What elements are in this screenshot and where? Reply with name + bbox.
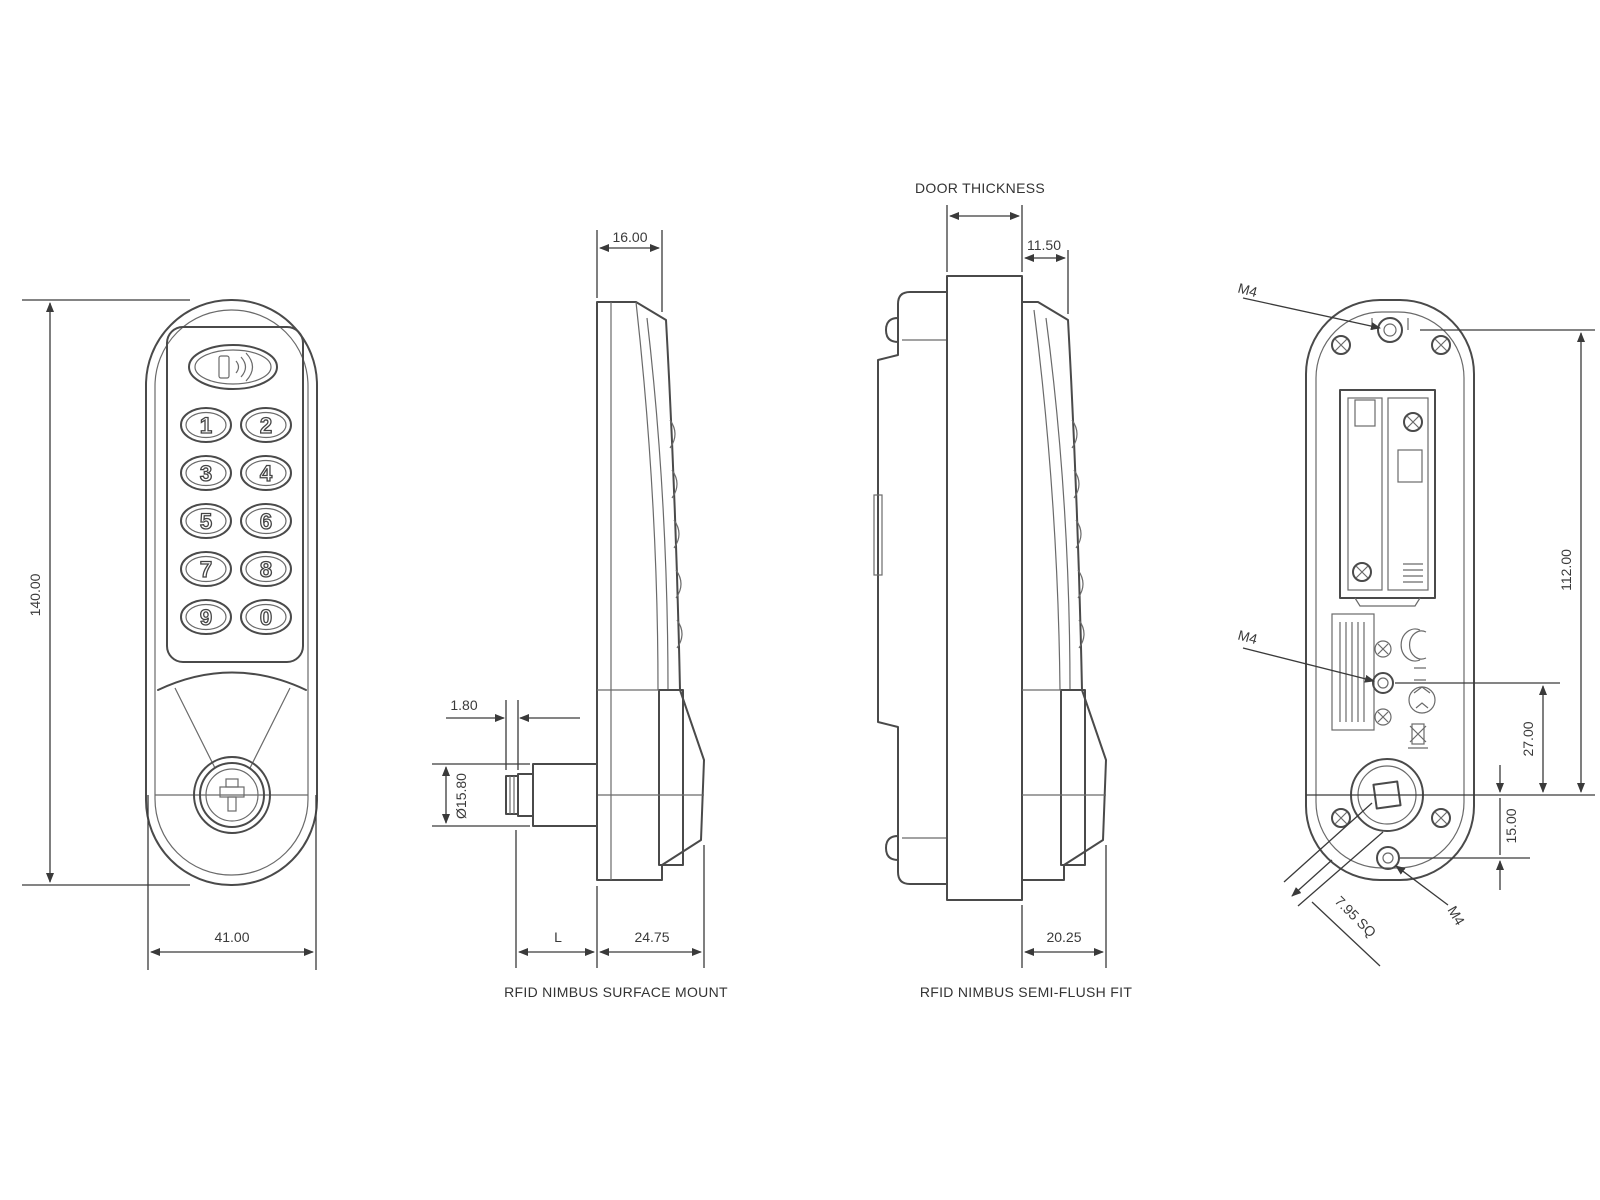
dim-cam-diameter-label: Ø15.80 [453,773,469,819]
keypad-panel [166,326,304,663]
key-6-label: 6 [260,509,272,534]
middle-mounting-hole [1372,672,1394,694]
dim-hole-spacing: 112.00 [1558,332,1585,793]
top-mounting-hole [1377,317,1403,343]
flush-cam-housing [1060,689,1086,866]
key-3-label: 3 [200,461,212,486]
rear-label-plate [1331,613,1436,749]
key-8-label: 8 [260,557,272,582]
ce-mark-icon [1400,628,1427,662]
key-0: 0 [240,599,292,635]
key-1-label: 1 [200,413,212,438]
dim-width-label: 41.00 [214,929,249,945]
dim-tail-thickness: 1.80 [446,697,580,770]
key-7: 7 [180,551,232,587]
surface-mount-view: 16.00 1.80 Ø15.80 L 24.75 RFID NIMBUS [432,229,728,1000]
dim-tail-thickness-label: 1.80 [450,697,477,713]
dim-depth-top-label: 16.00 [612,229,647,245]
rfid-logo-icon [188,344,278,390]
dim-depth-bottom-label: 24.75 [634,929,669,945]
battery-compartment [1339,389,1436,607]
door-section [946,275,1023,901]
key-8: 8 [240,551,292,587]
front-view: 1 2 3 4 5 6 7 [22,299,318,970]
front-body-outline [145,299,318,886]
m4-leader-top: M4 [1236,280,1381,330]
key-5-label: 5 [200,509,212,534]
dim-height-label: 140.00 [27,573,43,616]
flush-back-slot [873,494,883,576]
key-2-label: 2 [260,413,272,438]
dim-length: L 24.75 [515,830,705,968]
caption-surface-mount: RFID NIMBUS SURFACE MOUNT [504,984,728,1000]
dim-screw-offset-label: 27.00 [1520,721,1536,756]
key-9: 9 [180,599,232,635]
key-7-label: 7 [200,557,212,582]
key-4-label: 4 [260,461,273,486]
dim-depth-top: 16.00 [596,229,663,312]
dim-height: 140.00 [22,299,190,886]
m4-top-label: M4 [1236,280,1259,301]
dim-cam-offset-label: 15.00 [1503,808,1519,843]
m4-leader-middle: M4 [1236,627,1375,683]
cam-lock-icon [193,756,271,834]
dim-square: 7.95 SQ [1283,802,1384,967]
flush-back-tabs [885,317,899,861]
m4-middle-label: M4 [1236,627,1259,648]
dim-flush-top-label: 11.50 [1027,237,1061,253]
recycle-icon [1408,686,1436,714]
rear-screws-icon [1331,335,1451,828]
key-6: 6 [240,503,292,539]
key-1: 1 [180,407,232,443]
key-0-label: 0 [260,605,272,630]
bezel-facets [174,687,291,769]
surface-face-curve [635,301,659,691]
key-5: 5 [180,503,232,539]
flush-front-body [1021,301,1107,881]
dim-cam-offset: 15.00 [1496,765,1519,890]
flush-back-body [877,291,948,885]
semi-flush-view: DOOR THICKNESS 11.50 20.25 RFID NIMBUS S… [873,180,1133,1000]
dim-width: 41.00 [147,795,317,970]
m4-leader-bottom: M4 [1395,865,1469,928]
dim-screw-offset: 27.00 [1520,685,1547,793]
dim-hole-spacing-label: 112.00 [1558,549,1574,591]
dim-square-label: 7.95 SQ [1332,893,1380,941]
dim-door-thickness: DOOR THICKNESS [915,180,1045,272]
surface-key-profiles [669,419,683,649]
rear-body-outline [1305,299,1475,881]
surface-cam-housing [658,689,684,866]
dim-flush-top: 11.50 [1024,237,1069,314]
key-2: 2 [240,407,292,443]
dim-flush-bottom: 20.25 [1021,845,1107,968]
key-3: 3 [180,455,232,491]
surface-cam-shaft [505,763,598,827]
rear-view: 112.00 27.00 15.00 7.95 SQ M4 M4 [1236,280,1595,967]
bottom-mounting-hole [1376,846,1400,870]
surface-body-outline [596,301,705,881]
lower-bezel-edge [157,671,307,691]
dim-door-thickness-label: DOOR THICKNESS [915,180,1045,196]
m4-bottom-label: M4 [1445,903,1469,928]
flush-key-profiles [1071,419,1085,649]
dim-flush-bottom-label: 20.25 [1046,929,1081,945]
dim-cam-diameter: Ø15.80 [432,763,530,827]
keypad: 1 2 3 4 5 6 7 [180,407,292,635]
surface-face-curve-2 [646,317,669,691]
front-body-inner [154,309,309,876]
caption-semi-flush: RFID NIMBUS SEMI-FLUSH FIT [920,984,1133,1000]
dim-length-l-label: L [554,929,562,945]
key-4: 4 [240,455,292,491]
key-9-label: 9 [200,605,212,630]
weee-bin-icon [1409,725,1427,743]
